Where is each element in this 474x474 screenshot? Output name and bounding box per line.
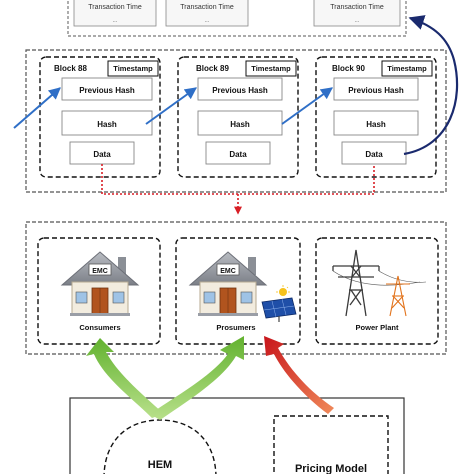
green-arrow-prosumers	[150, 336, 244, 420]
top-cell-value: ...	[205, 18, 209, 24]
timestamp-label: Timestamp	[251, 64, 291, 73]
data-field: Data	[365, 150, 383, 159]
top-cell-title: Transaction Time	[88, 4, 142, 11]
blockchain-panel: Block 88 Timestamp Previous Hash Hash Da…	[13, 49, 447, 215]
prosumers-node: EMC	[175, 237, 301, 345]
block-90: Block 90 Timestamp Previous Hash Hash Da…	[315, 56, 437, 178]
power-plant-label: Power Plant	[356, 323, 399, 332]
hash-field: Hash	[230, 120, 250, 129]
top-cell: Transaction Time ...	[165, 0, 249, 27]
timestamp-label: Timestamp	[113, 64, 153, 73]
consumers-label: Consumers	[79, 323, 120, 332]
previous-hash-field: Previous Hash	[212, 86, 268, 95]
block-89: Block 89 Timestamp Previous Hash Hash Da…	[177, 56, 299, 178]
grid-panel: EMC Consumers EMC	[25, 221, 447, 355]
chain-arrow	[13, 87, 61, 129]
previous-hash-field: Previous Hash	[79, 86, 135, 95]
data-field: Data	[229, 150, 247, 159]
house-sign: EMC	[220, 268, 236, 275]
transmission-tower-icon	[332, 249, 427, 317]
block-name: Block 88	[54, 64, 87, 73]
chain-arrow	[145, 87, 197, 125]
bottom-panel: HEM Pricing Model	[69, 397, 405, 474]
green-arrows	[86, 336, 244, 420]
house-icon: EMC	[188, 251, 268, 316]
house-icon: EMC	[60, 251, 140, 316]
top-panel: Transaction Time ... Transaction Time ..…	[67, 0, 407, 37]
house-sign: EMC	[92, 268, 108, 275]
top-cell: Transaction Time ...	[313, 0, 401, 27]
consumers-node: EMC Consumers	[37, 237, 161, 345]
hash-field: Hash	[97, 120, 117, 129]
green-arrow-consumers	[86, 338, 164, 418]
block-name: Block 90	[332, 64, 365, 73]
return-arrow	[403, 15, 459, 156]
hash-field: Hash	[366, 120, 386, 129]
pricing-model-box	[273, 415, 389, 474]
prosumers-label: Prosumers	[216, 323, 255, 332]
block-name: Block 89	[196, 64, 229, 73]
top-cell-value: ...	[355, 18, 359, 24]
top-cell-title: Transaction Time	[330, 4, 384, 11]
hem-label: HEM	[148, 459, 172, 471]
red-arrow-prosumers	[264, 336, 334, 414]
top-cell-value: ...	[113, 18, 117, 24]
top-cell: Transaction Time ...	[73, 0, 157, 27]
timestamp-label: Timestamp	[387, 64, 427, 73]
pricing-model-label: Pricing Model	[295, 463, 367, 474]
chain-arrow	[281, 87, 333, 125]
previous-hash-field: Previous Hash	[348, 86, 404, 95]
block-88: Block 88 Timestamp Previous Hash Hash Da…	[39, 56, 161, 178]
power-plant-node: Power Plant	[315, 237, 439, 345]
solar-panel-icon	[261, 285, 297, 322]
top-cell-title: Transaction Time	[180, 4, 234, 11]
data-field: Data	[93, 150, 111, 159]
